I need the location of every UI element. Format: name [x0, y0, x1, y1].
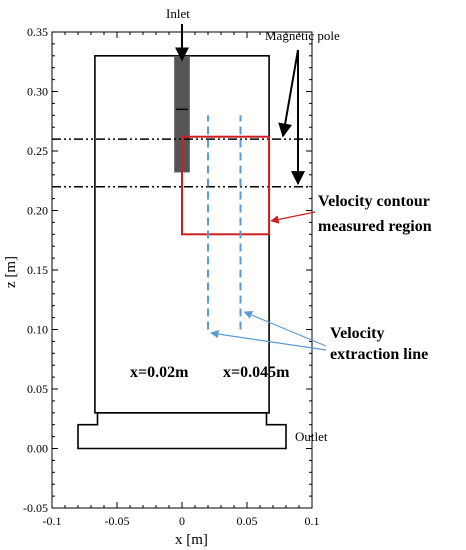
- line2-label: x=0.045m: [223, 364, 290, 381]
- y-tick-label: 0.20: [27, 204, 48, 218]
- y-tick-label: 0.00: [27, 442, 48, 456]
- y-tick-label: -0.05: [23, 501, 48, 515]
- contour-label-line1: Velocity contour: [318, 193, 430, 210]
- contour-label-line2: measured region: [318, 218, 432, 235]
- pole-arrow-upper: [278, 49, 299, 138]
- extraction-label-line1: Velocity: [330, 325, 385, 342]
- extraction-arrow-1: [210, 329, 327, 351]
- x-tick-label: -0.05: [105, 514, 130, 528]
- x-tick-label: -0.1: [43, 514, 62, 528]
- y-tick-label: 0.05: [27, 382, 48, 396]
- region-arrow: [270, 211, 316, 224]
- x-tick-label: 0.05: [237, 514, 258, 528]
- y-tick-label: 0.15: [27, 263, 48, 277]
- y-tick-label: 0.25: [27, 144, 48, 158]
- magnetic-pole-label: Magnetic pole: [265, 28, 340, 43]
- outlet-label: Outlet: [295, 429, 328, 444]
- x-axis-title: x [m]: [175, 532, 208, 548]
- vessel-base: [77, 411, 287, 450]
- x-tick-label: 0: [179, 514, 185, 528]
- velocity-contour-region: [181, 135, 271, 236]
- y-axis-title: z [m]: [3, 256, 19, 288]
- y-tick-label: 0.30: [27, 85, 48, 99]
- y-tick-label: 0.10: [27, 323, 48, 337]
- annotation-arrows: [175, 24, 327, 351]
- line1-label: x=0.02m: [130, 364, 189, 381]
- inlet-label: Inlet: [166, 6, 190, 21]
- x-tick-label: 0.1: [305, 514, 320, 528]
- extraction-arrow-2: [243, 311, 327, 347]
- inlet-pipe: [174, 55, 190, 173]
- extraction-label-line2: extraction line: [330, 346, 428, 363]
- y-tick-label: 0.35: [27, 25, 48, 39]
